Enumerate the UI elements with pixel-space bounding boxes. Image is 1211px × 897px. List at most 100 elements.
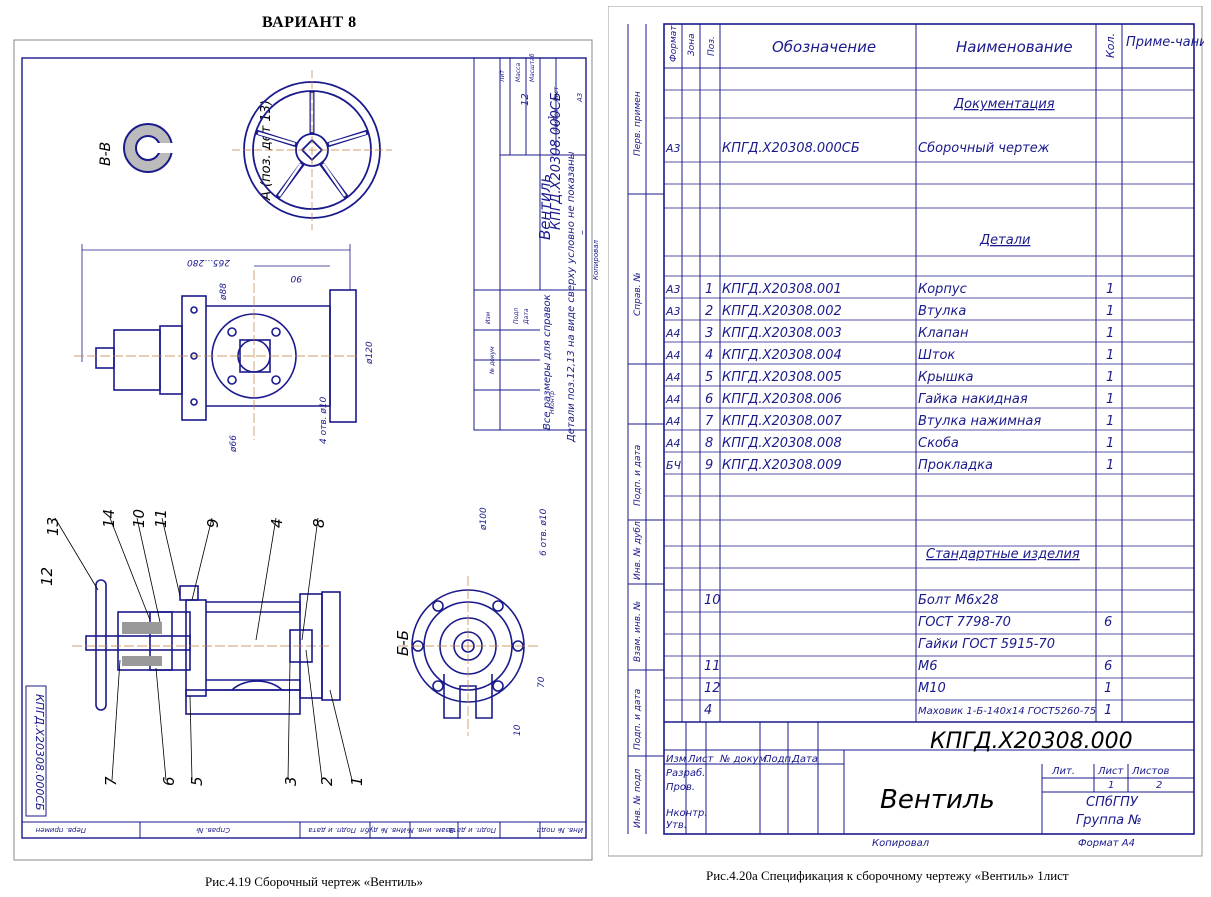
stamp-format: А3 xyxy=(576,93,584,103)
dim-w90: 90 xyxy=(290,273,302,283)
stamp-masshtab: Масштаб xyxy=(529,53,536,82)
part-name: Крышка xyxy=(918,370,973,385)
stamp-podp: Подп xyxy=(513,308,520,324)
section-parts: Детали xyxy=(979,233,1030,248)
spec-side-podp1: Подп. и дата xyxy=(633,445,643,506)
side-label-podp1: Подп. и дата xyxy=(308,826,356,834)
part-format: А4 xyxy=(665,415,681,428)
part-qty: 1 xyxy=(1106,326,1114,341)
part-qty: 1 xyxy=(1106,304,1114,319)
pos-1: 1 xyxy=(348,776,366,786)
dim-holes6: 6 отв. ø10 xyxy=(539,508,549,556)
spec-stamp-lit: Лит. xyxy=(1051,766,1075,777)
drawing-frame xyxy=(21,57,587,839)
drawing-doc-code: КПГД.Х20308.000СБ xyxy=(549,92,564,230)
dim-d120: ø120 xyxy=(365,341,375,365)
front-section-view xyxy=(72,579,341,715)
pos-4: 4 xyxy=(268,518,286,528)
pos-13: 13 xyxy=(44,517,62,536)
std-name: М10 xyxy=(918,681,946,696)
handwheel-view xyxy=(232,70,392,230)
part-qty: 1 xyxy=(1106,392,1114,407)
part-pos: 2 xyxy=(705,304,713,319)
top-view xyxy=(74,244,360,440)
stamp-listov: Листов xyxy=(553,109,560,133)
part-pos: 9 xyxy=(705,458,713,473)
spec-stamp-nkontr: Нконтр. xyxy=(666,808,708,819)
part-format: А4 xyxy=(665,371,681,384)
bottom-strip-cells xyxy=(139,822,541,838)
part-code: КПГД.Х20308.008 xyxy=(722,436,842,451)
pos-2: 2 xyxy=(318,776,336,786)
pos-9: 9 xyxy=(204,518,222,528)
specification-sheet: Перв. примен Справ. № Подп. и дата Инв. … xyxy=(608,6,1204,857)
side-label-inv-podl: Инв. № подл xyxy=(536,826,583,834)
part-code: КПГД.Х20308.009 xyxy=(722,458,842,473)
spec-header-zone: Зона xyxy=(687,33,697,56)
side-label-inv-dubl: Инв. № дубл xyxy=(360,826,406,834)
side-label-podp2: Подп. и дата xyxy=(448,826,496,834)
part-format: А4 xyxy=(665,327,681,340)
pos-12: 12 xyxy=(38,567,56,586)
stamp-lit: Лит xyxy=(499,70,506,83)
part-qty: 1 xyxy=(1106,414,1114,429)
spec-format: Формат А4 xyxy=(1078,838,1135,849)
part-pos: 6 xyxy=(705,392,713,407)
spec-stamp-listov: Листов xyxy=(1131,766,1169,777)
spec-stamp-utv: Утв. xyxy=(666,820,687,831)
spec-title-block xyxy=(664,721,1194,834)
spec-header-note: Приме-чание xyxy=(1126,35,1204,50)
spec-header-pos: Поз. xyxy=(707,36,717,56)
dim-d100: ø100 xyxy=(479,507,489,531)
view-bb-label: Б-Б xyxy=(394,630,412,656)
part-qty: 1 xyxy=(1106,370,1114,385)
part-qty: 1 xyxy=(1106,458,1114,473)
pos-10: 10 xyxy=(130,509,148,528)
figure-caption-drawing: Рис.4.19 Сборочный чертеж «Вентиль» xyxy=(205,874,424,889)
note-line-1: Все размеры для справок xyxy=(542,294,553,430)
assembly-drawing: Перв. примен Справ. № Подп. и дата Инв. … xyxy=(13,39,600,861)
view-bb xyxy=(398,576,538,736)
stamp-massa: Масса xyxy=(515,63,522,82)
part-pos: 4 xyxy=(705,348,713,363)
spec-header-code: Обозначение xyxy=(772,38,876,56)
figure-caption-spec: Рис.4.20а Спецификация к сборочному черт… xyxy=(706,868,1069,883)
spec-stamp-org: СПбГПУ xyxy=(1086,795,1139,810)
part-code: КПГД.Х20308.005 xyxy=(722,370,842,385)
side-label-perv: Перв. примен xyxy=(35,826,86,834)
std-pos: 10 xyxy=(704,593,721,608)
spec-header-name: Наименование xyxy=(956,38,1073,56)
view-a-label: А (поз. дет 13) xyxy=(259,100,274,201)
part-code: КПГД.Х20308.001 xyxy=(722,282,842,297)
part-format: А4 xyxy=(665,349,681,362)
part-code: КПГД.Х20308.004 xyxy=(722,348,842,363)
drawing-name: Вентиль xyxy=(536,174,554,240)
part-format: БЧ xyxy=(666,459,682,472)
std-qty: 6 xyxy=(1104,615,1112,630)
std-qty: 1 xyxy=(1104,681,1112,696)
mirror-code-box xyxy=(25,685,47,817)
part-name: Втулка нажимная xyxy=(918,414,1041,429)
part-code: КПГД.Х20308.006 xyxy=(722,392,842,407)
std-qty: 6 xyxy=(1104,659,1112,674)
spec-stamp-list-val: 1 xyxy=(1108,780,1114,791)
std-name: Гайки ГОСТ 5915-70 xyxy=(918,637,1055,652)
part-code: КПГД.Х20308.002 xyxy=(722,304,842,319)
stamp-ndok: № докум xyxy=(489,346,496,375)
pos-6: 6 xyxy=(160,776,178,786)
part-format: А3 xyxy=(665,283,681,296)
spec-header-format: Формат xyxy=(669,25,679,62)
spec-copied: Копировал xyxy=(872,838,930,849)
spec-frame xyxy=(663,23,1195,835)
pos-5: 5 xyxy=(188,776,206,786)
stamp-data: Дата xyxy=(523,308,530,325)
doc-row-format: А3 xyxy=(665,142,681,155)
spec-side-inv: Инв. № подл xyxy=(633,769,643,828)
